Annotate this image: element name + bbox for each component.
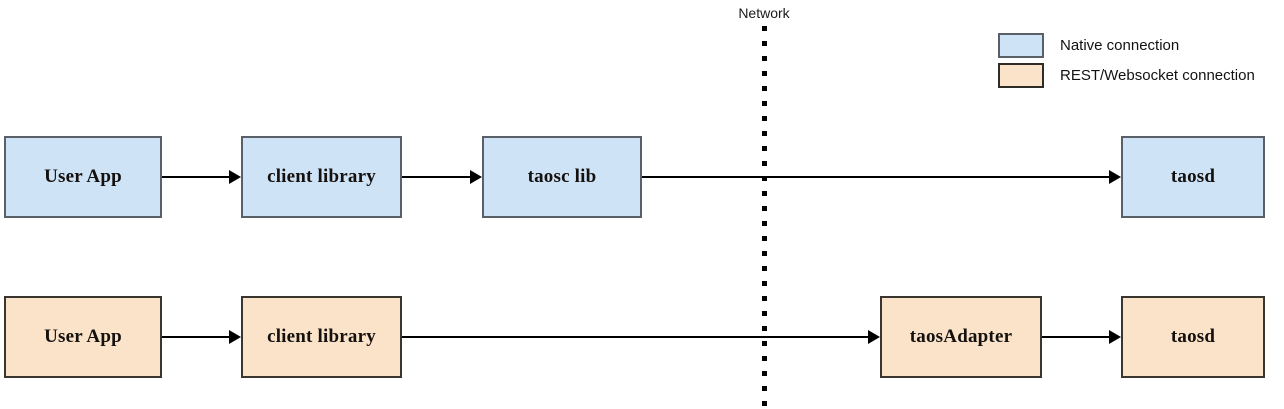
node-label: User App [44, 326, 122, 347]
legend-swatch-rest-icon [998, 63, 1044, 88]
node-client-library-native[interactable]: client library [241, 136, 402, 218]
legend-swatch-native-icon [998, 33, 1044, 58]
edge-user-app-to-client-library-rest [162, 336, 229, 338]
arrowhead-taosd-native [1109, 170, 1121, 184]
node-taosd-rest[interactable]: taosd [1121, 296, 1265, 378]
edge-client-library-to-taosc-lib [402, 176, 470, 178]
legend-item-rest: REST/Websocket connection [998, 63, 1255, 88]
edge-user-app-to-client-library-native [162, 176, 229, 178]
node-taosadapter[interactable]: taosAdapter [880, 296, 1042, 378]
legend-label-rest: REST/Websocket connection [1060, 67, 1255, 84]
node-user-app-native[interactable]: User App [4, 136, 162, 218]
node-label: taosd [1170, 166, 1216, 187]
arrowhead-taosadapter [868, 330, 880, 344]
network-divider-label: Network [738, 5, 790, 21]
edge-taosc-lib-to-taosd [642, 176, 1109, 178]
node-label: taosAdapter [909, 326, 1013, 347]
node-taosd-native[interactable]: taosd [1121, 136, 1265, 218]
legend-item-native: Native connection [998, 33, 1179, 58]
arrowhead-taosc-lib [470, 170, 482, 184]
arrowhead-client-library-rest [229, 330, 241, 344]
edge-taosadapter-to-taosd [1042, 336, 1109, 338]
node-taosc-lib[interactable]: taosc lib [482, 136, 642, 218]
node-label: taosd [1170, 326, 1216, 347]
node-label: client library [267, 166, 376, 187]
node-label: User App [44, 166, 122, 187]
edge-client-library-to-taosadapter [402, 336, 868, 338]
arrowhead-client-library-native [229, 170, 241, 184]
arrowhead-taosd-rest [1109, 330, 1121, 344]
node-user-app-rest[interactable]: User App [4, 296, 162, 378]
node-label: taosc lib [527, 166, 597, 187]
node-client-library-rest[interactable]: client library [241, 296, 402, 378]
node-label: client library [267, 326, 376, 347]
legend-label-native: Native connection [1060, 37, 1180, 54]
network-divider-line [762, 26, 767, 409]
